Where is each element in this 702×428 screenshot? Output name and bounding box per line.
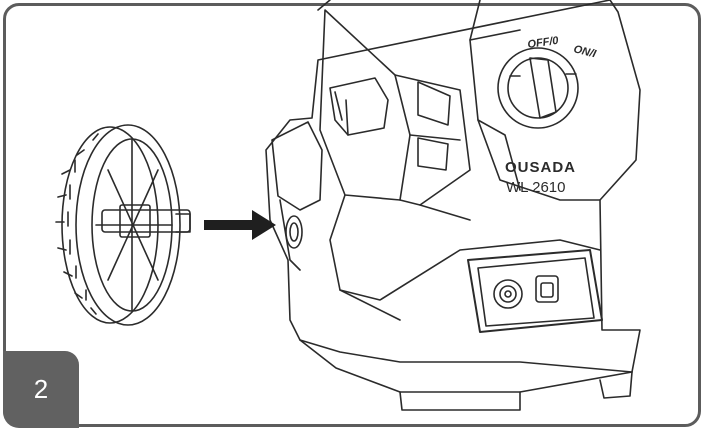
switch-off-label: OFF/0 <box>527 35 560 51</box>
pressure-washer-body <box>265 0 641 411</box>
model-name: WL 2610 <box>506 179 565 196</box>
switch-on-label: ON/I <box>572 43 598 60</box>
insert-direction-arrow-icon <box>204 210 276 240</box>
brand-name: OUSADA <box>505 159 576 176</box>
step-number-badge: 2 <box>3 351 79 428</box>
filter-cap-part <box>55 124 191 326</box>
